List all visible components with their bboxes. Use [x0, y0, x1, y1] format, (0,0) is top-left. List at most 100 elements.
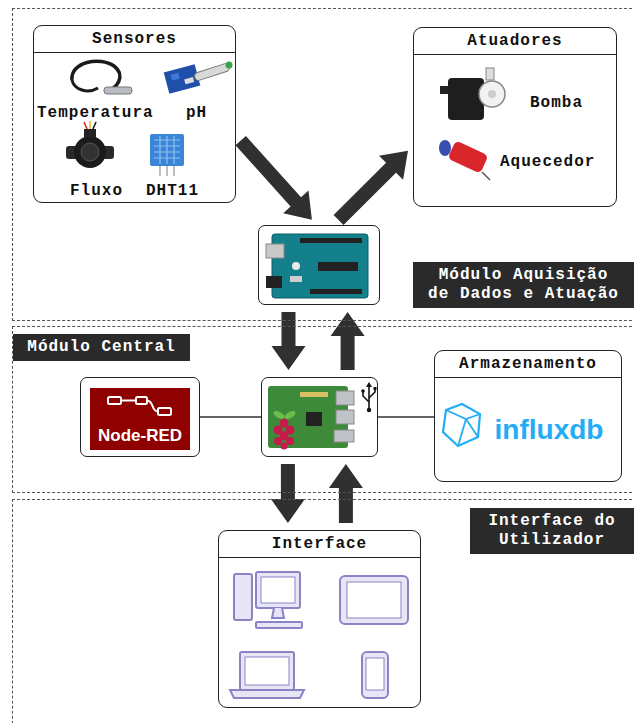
box-body: influxdb — [435, 378, 621, 481]
dht11-sensor-part — [154, 136, 180, 164]
heater-part — [482, 172, 490, 180]
phone-icon-part — [362, 652, 388, 698]
arduino-box — [258, 225, 380, 305]
desktop-icon-part — [256, 572, 300, 608]
pump-part — [479, 81, 505, 107]
temperature-probe-part — [104, 87, 132, 94]
influxdb-icon-part — [443, 404, 480, 446]
tablet-icon-part — [347, 582, 401, 618]
ph-sensor-part — [184, 77, 194, 84]
ph-sensor-part — [226, 62, 233, 69]
title-bar: Armazenamento — [435, 351, 621, 378]
usb-symbol-part — [363, 392, 369, 402]
flow-sensor-part — [81, 143, 99, 161]
node-red-logo-part — [158, 408, 171, 415]
raspberry-pi-board-part — [336, 410, 354, 424]
raspberry-pi-board-part — [334, 430, 354, 442]
link-line — [200, 416, 261, 418]
flow-arrow — [271, 464, 305, 523]
flow-sensor — [66, 121, 114, 168]
node-red-logo-part — [108, 397, 121, 404]
node-red-logo-part — [121, 401, 158, 412]
arduino-board — [266, 234, 368, 298]
arduino-board-part — [300, 238, 362, 243]
pump — [440, 68, 505, 120]
raspberry-pi-board — [268, 386, 354, 450]
dht11-sensor-part — [150, 134, 184, 166]
pump-part — [448, 78, 484, 120]
ph-sensor-part — [164, 64, 201, 94]
pump-part — [486, 68, 494, 80]
module-region: Interface do UtilizadorInterface — [12, 499, 634, 723]
desktop-icon-part — [261, 577, 295, 603]
dht11-sensor-part — [159, 166, 161, 176]
raspberry-pi-board-part — [306, 412, 322, 426]
arduino-board-part — [318, 262, 358, 271]
desktop-icon-part — [256, 622, 302, 628]
flow-arrow — [334, 151, 408, 225]
pump-part — [488, 90, 496, 98]
temperature-probe-part — [72, 80, 98, 91]
arduino-board-part — [292, 262, 300, 270]
flow-sensor-part — [84, 122, 87, 129]
flow-sensor-part — [74, 136, 106, 168]
arduino-board-part — [272, 234, 368, 298]
box-title: Armazenamento — [459, 355, 597, 373]
part-label: Fluxo — [70, 181, 123, 201]
group-box: AtuadoresBombaAquecedor — [413, 27, 617, 207]
interface-box: Interface — [218, 530, 421, 708]
tablet-icon — [340, 576, 408, 624]
tablet-icon-part — [340, 576, 408, 624]
influxdb-icon — [443, 404, 480, 446]
dht11-sensor — [150, 134, 184, 176]
title-bar: Interface — [219, 531, 420, 558]
title-bar: Atuadores — [414, 28, 616, 55]
module-label: Módulo Aquisição de Dados e Atuação — [413, 262, 634, 308]
laptop-icon-part — [245, 657, 289, 685]
desktop-icon-part — [234, 574, 252, 620]
heater-part — [439, 140, 451, 156]
usb-symbol-part — [374, 387, 377, 390]
flow-sensor-part — [89, 121, 91, 129]
phone-icon-part — [366, 658, 384, 690]
dht11-sensor-part — [173, 166, 175, 176]
flow-sensor-part — [84, 129, 96, 137]
node-red-logo-part — [136, 397, 147, 404]
laptop-icon-part — [230, 690, 304, 698]
flow-sensor-part — [93, 122, 96, 129]
node-red-box: Node-RED — [80, 377, 200, 457]
raspberry-pi-board-part — [280, 419, 289, 428]
phone-icon — [362, 652, 388, 698]
raspberry-pi-board-part — [274, 437, 282, 445]
box-title: Sensores — [92, 30, 177, 48]
module-label: Interface do Utilizador — [470, 508, 634, 554]
part-label: Bomba — [530, 93, 583, 113]
raspberry-pi-board-part — [300, 392, 328, 397]
dht11-sensor-part — [166, 166, 168, 176]
module-region: Módulo CentralNode-REDArmazenamentoinflu… — [12, 326, 634, 493]
raspberry-pi-board-part — [281, 443, 288, 450]
desktop-icon-part — [272, 608, 284, 618]
usb-symbol-part — [369, 390, 375, 398]
laptop-icon-part — [240, 652, 294, 690]
raspberry-pi-board-part — [336, 391, 354, 405]
raspberry-pi-box — [261, 377, 378, 457]
arduino-board-part — [310, 289, 362, 294]
ph-sensor-part — [171, 73, 180, 81]
raspberry-pi-board-part — [286, 437, 294, 445]
temperature-probe — [72, 61, 132, 94]
usb-symbol — [361, 382, 376, 412]
box-title: Atuadores — [467, 32, 562, 50]
influxdb-icon-part — [446, 410, 480, 446]
box-title: Interface — [272, 535, 367, 553]
arduino-board-part — [290, 276, 302, 282]
part-label: DHT11 — [146, 181, 199, 201]
group-box: SensoresTemperaturapHFluxoDHT11 — [33, 25, 236, 203]
module-region: Módulo Aquisição de Dados e Atuação Senso… — [12, 8, 634, 321]
flow-arrow — [329, 464, 363, 523]
arduino-board-part — [266, 276, 282, 288]
logo-text: Node-RED — [81, 426, 199, 446]
desktop-icon — [234, 572, 302, 628]
storage-box: Armazenamento influxdb — [434, 350, 622, 482]
